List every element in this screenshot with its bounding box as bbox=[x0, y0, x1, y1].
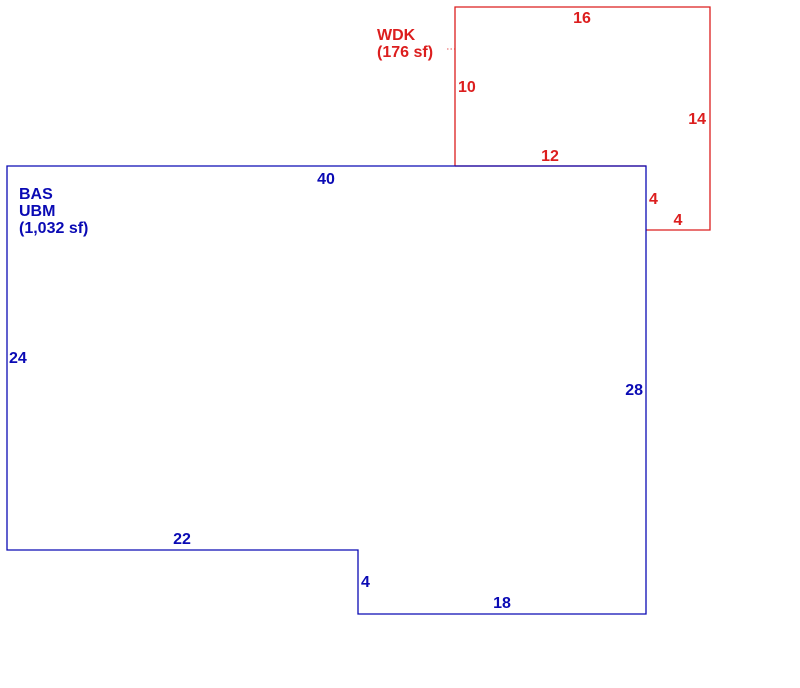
main-area: BAS UBM (1,032 sf) 40 24 22 4 18 28 bbox=[6, 165, 647, 615]
main-code-label: BAS bbox=[19, 186, 53, 203]
main-outline bbox=[6, 165, 647, 615]
deck-outline bbox=[454, 6, 711, 231]
deck-dim-top: 16 bbox=[573, 10, 591, 27]
deck-dim-left: 10 bbox=[458, 79, 476, 96]
deck-dim-right: 14 bbox=[688, 111, 706, 128]
deck-dim-bottom-right: 4 bbox=[674, 212, 683, 229]
main-dim-step: 4 bbox=[361, 574, 370, 591]
main-subcode-label: UBM bbox=[19, 203, 55, 220]
main-dim-bottom-right: 18 bbox=[493, 595, 511, 612]
main-dim-bottom-left: 22 bbox=[173, 531, 191, 548]
main-dim-right: 28 bbox=[625, 382, 643, 399]
main-dim-top: 40 bbox=[317, 171, 335, 188]
deck-dim-bottom-left: 12 bbox=[541, 148, 559, 165]
deck-area: WDK (176 sf) 16 10 12 14 4 4 bbox=[377, 6, 711, 231]
main-dim-left: 24 bbox=[9, 350, 27, 367]
deck-dim-step: 4 bbox=[649, 191, 658, 208]
deck-area-label: (176 sf) bbox=[377, 44, 433, 61]
deck-code-label: WDK bbox=[377, 27, 416, 44]
main-area-label: (1,032 sf) bbox=[19, 220, 88, 237]
